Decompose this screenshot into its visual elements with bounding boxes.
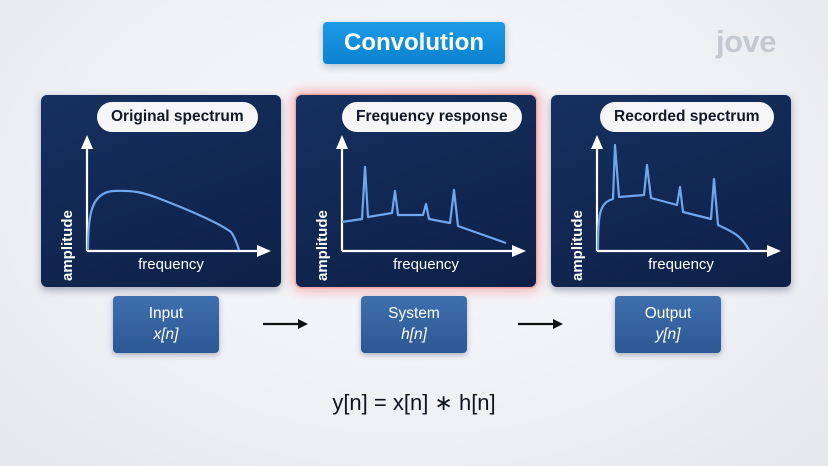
block-symbol: h[n] (401, 326, 427, 343)
y-axis-arrowhead (591, 135, 603, 149)
panel-label-recorded-spectrum: Recorded spectrum (600, 102, 774, 132)
x-axis-arrowhead (512, 245, 526, 257)
frequency-response-plot (336, 135, 526, 257)
x-axis-label: frequency (393, 256, 459, 273)
block-title: System (388, 305, 440, 322)
x-axis-label: frequency (138, 256, 204, 273)
jove-logo: jove (716, 24, 777, 60)
original-spectrum-plot (81, 135, 271, 257)
x-axis-label: frequency (648, 256, 714, 273)
panel-recorded-spectrum: Recorded spectrum amplitude frequency (551, 95, 791, 287)
panel-label-original-spectrum: Original spectrum (97, 102, 258, 132)
logo-text: jove (716, 24, 777, 59)
frequency-response-curve (341, 165, 507, 245)
block-symbol: y[n] (655, 326, 681, 343)
title-banner: Convolution (323, 22, 505, 64)
convolution-equation: y[n] = x[n] ∗ h[n] (332, 390, 496, 415)
recorded-spectrum-curve (596, 143, 750, 251)
arrow-right-icon (518, 319, 563, 329)
block-title: Output (644, 305, 692, 322)
x-axis-arrowhead (767, 245, 781, 257)
title-text: Convolution (344, 29, 484, 56)
panel-frequency-response: Frequency response amplitude frequency (296, 95, 536, 287)
panel-original-spectrum: Original spectrum amplitude frequency (41, 95, 281, 287)
y-axis-arrowhead (81, 135, 93, 149)
recorded-spectrum-plot (591, 135, 781, 257)
system-block: System h[n] (361, 296, 467, 353)
panel-label-frequency-response: Frequency response (342, 102, 522, 132)
output-block: Output y[n] (615, 296, 721, 353)
y-axis-arrowhead (336, 135, 348, 149)
block-title: Input (148, 305, 184, 322)
block-symbol: x[n] (153, 326, 179, 343)
x-axis-arrowhead (257, 245, 271, 257)
input-block: Input x[n] (113, 296, 219, 353)
arrow-right-icon (263, 319, 308, 329)
original-spectrum-curve (86, 189, 241, 251)
